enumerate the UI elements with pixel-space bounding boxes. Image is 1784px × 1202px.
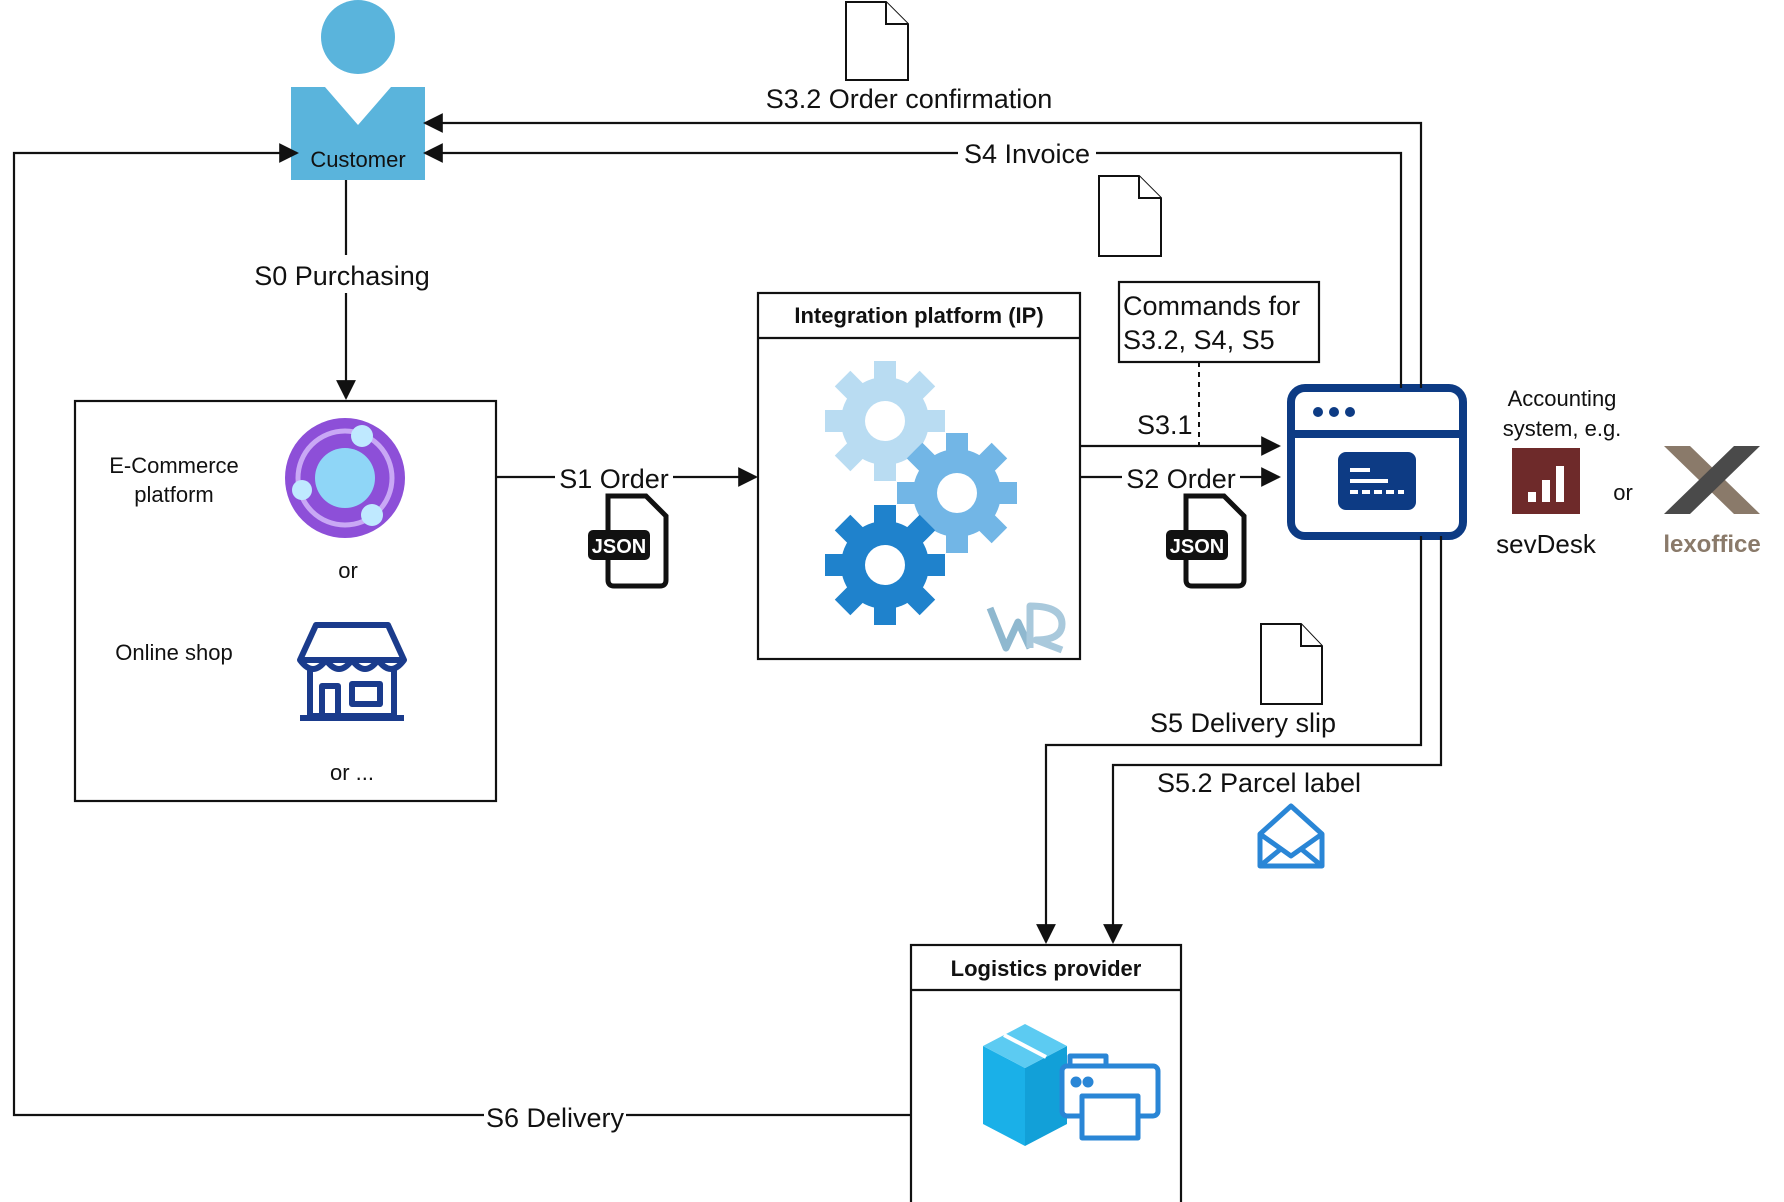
accounting-app-window-icon xyxy=(1287,384,1467,540)
s4-invoice-arrow xyxy=(423,143,1403,388)
logistics-title: Logistics provider xyxy=(951,956,1142,981)
commands-line2: S3.2, S4, S5 xyxy=(1123,325,1275,355)
logistics-provider-box: Logistics provider xyxy=(909,943,1183,1202)
document-fold-s4 xyxy=(1138,176,1161,199)
sevdesk-logo-icon xyxy=(1512,448,1580,514)
s52-parcel-label-label: S5.2 Parcel label xyxy=(1157,768,1361,798)
commands-line1: Commands for xyxy=(1123,291,1300,321)
accounting-label-line2: system, e.g. xyxy=(1503,416,1622,441)
customer-actor: Customer xyxy=(291,0,425,180)
s5-delivery-slip-label: S5 Delivery slip xyxy=(1150,708,1336,738)
ecommerce-label-line1: E-Commerce xyxy=(109,453,239,478)
s1-label-bg xyxy=(555,458,673,494)
s2-label-bg xyxy=(1122,458,1240,494)
s0-purchasing-label: S0 Purchasing xyxy=(254,261,430,291)
s32-order-confirmation-label: S3.2 Order confirmation xyxy=(766,84,1053,114)
envelope-icon xyxy=(1257,803,1325,869)
online-shop-label: Online shop xyxy=(115,640,232,665)
s31-label: S3.1 xyxy=(1137,410,1193,440)
commands-box: Commands for S3.2, S4, S5 xyxy=(1117,280,1321,364)
shop-box: E-Commerce platform or Online shop or ..… xyxy=(73,399,498,803)
wr-logo-icon xyxy=(986,602,1066,654)
printer-icon xyxy=(1059,1053,1161,1141)
accounting-or-label: or xyxy=(1613,480,1633,505)
storefront-icon xyxy=(297,622,407,721)
s6-delivery-arrow xyxy=(12,143,911,1117)
ecommerce-label-line2: platform xyxy=(134,482,213,507)
commands-frame xyxy=(1117,280,1321,364)
ecommerce-platform-icon xyxy=(285,418,405,538)
parcel-box-icon xyxy=(983,1024,1067,1146)
s1-order-label: S1 Order xyxy=(559,464,669,494)
integration-platform-box: Integration platform (IP) xyxy=(756,291,1082,661)
lexoffice-label: lexoffice xyxy=(1663,531,1760,558)
customer-label: Customer xyxy=(310,147,405,172)
s32-order-confirmation-arrow xyxy=(423,113,1423,388)
s6-delivery-label: S6 Delivery xyxy=(486,1103,625,1133)
accounting-label-line1: Accounting xyxy=(1508,386,1617,411)
json-badge-s1: JSON xyxy=(592,536,646,558)
customer-body-icon xyxy=(291,87,425,180)
ip-title: Integration platform (IP) xyxy=(794,303,1043,328)
s6-label-bg xyxy=(484,1098,626,1134)
customer-head-icon xyxy=(321,0,395,74)
s52-parcel-label-arrow xyxy=(1103,536,1443,944)
s4-label-bg xyxy=(958,136,1096,170)
lexoffice-logo-icon xyxy=(1664,446,1760,514)
or-label-1: or xyxy=(338,558,358,583)
s2-order-label: S2 Order xyxy=(1126,464,1236,494)
document-icon-s32 xyxy=(845,1,909,81)
document-icon-s4 xyxy=(1098,175,1162,257)
shop-box-frame xyxy=(73,399,498,803)
document-icon-s5 xyxy=(1260,623,1323,705)
document-fold-s5 xyxy=(1300,624,1322,647)
json-badge-s2: JSON xyxy=(1170,536,1224,558)
sevdesk-label: sevDesk xyxy=(1496,529,1597,559)
s4-invoice-label: S4 Invoice xyxy=(964,139,1090,169)
json-file-icon-s2: JSON xyxy=(1166,493,1247,589)
json-file-icon-s1: JSON xyxy=(588,493,669,589)
document-fold-s32 xyxy=(885,2,908,25)
s0-label-bg xyxy=(245,255,445,293)
s5-delivery-slip-arrow xyxy=(1036,536,1423,944)
or-more-label: or ... xyxy=(330,760,374,785)
